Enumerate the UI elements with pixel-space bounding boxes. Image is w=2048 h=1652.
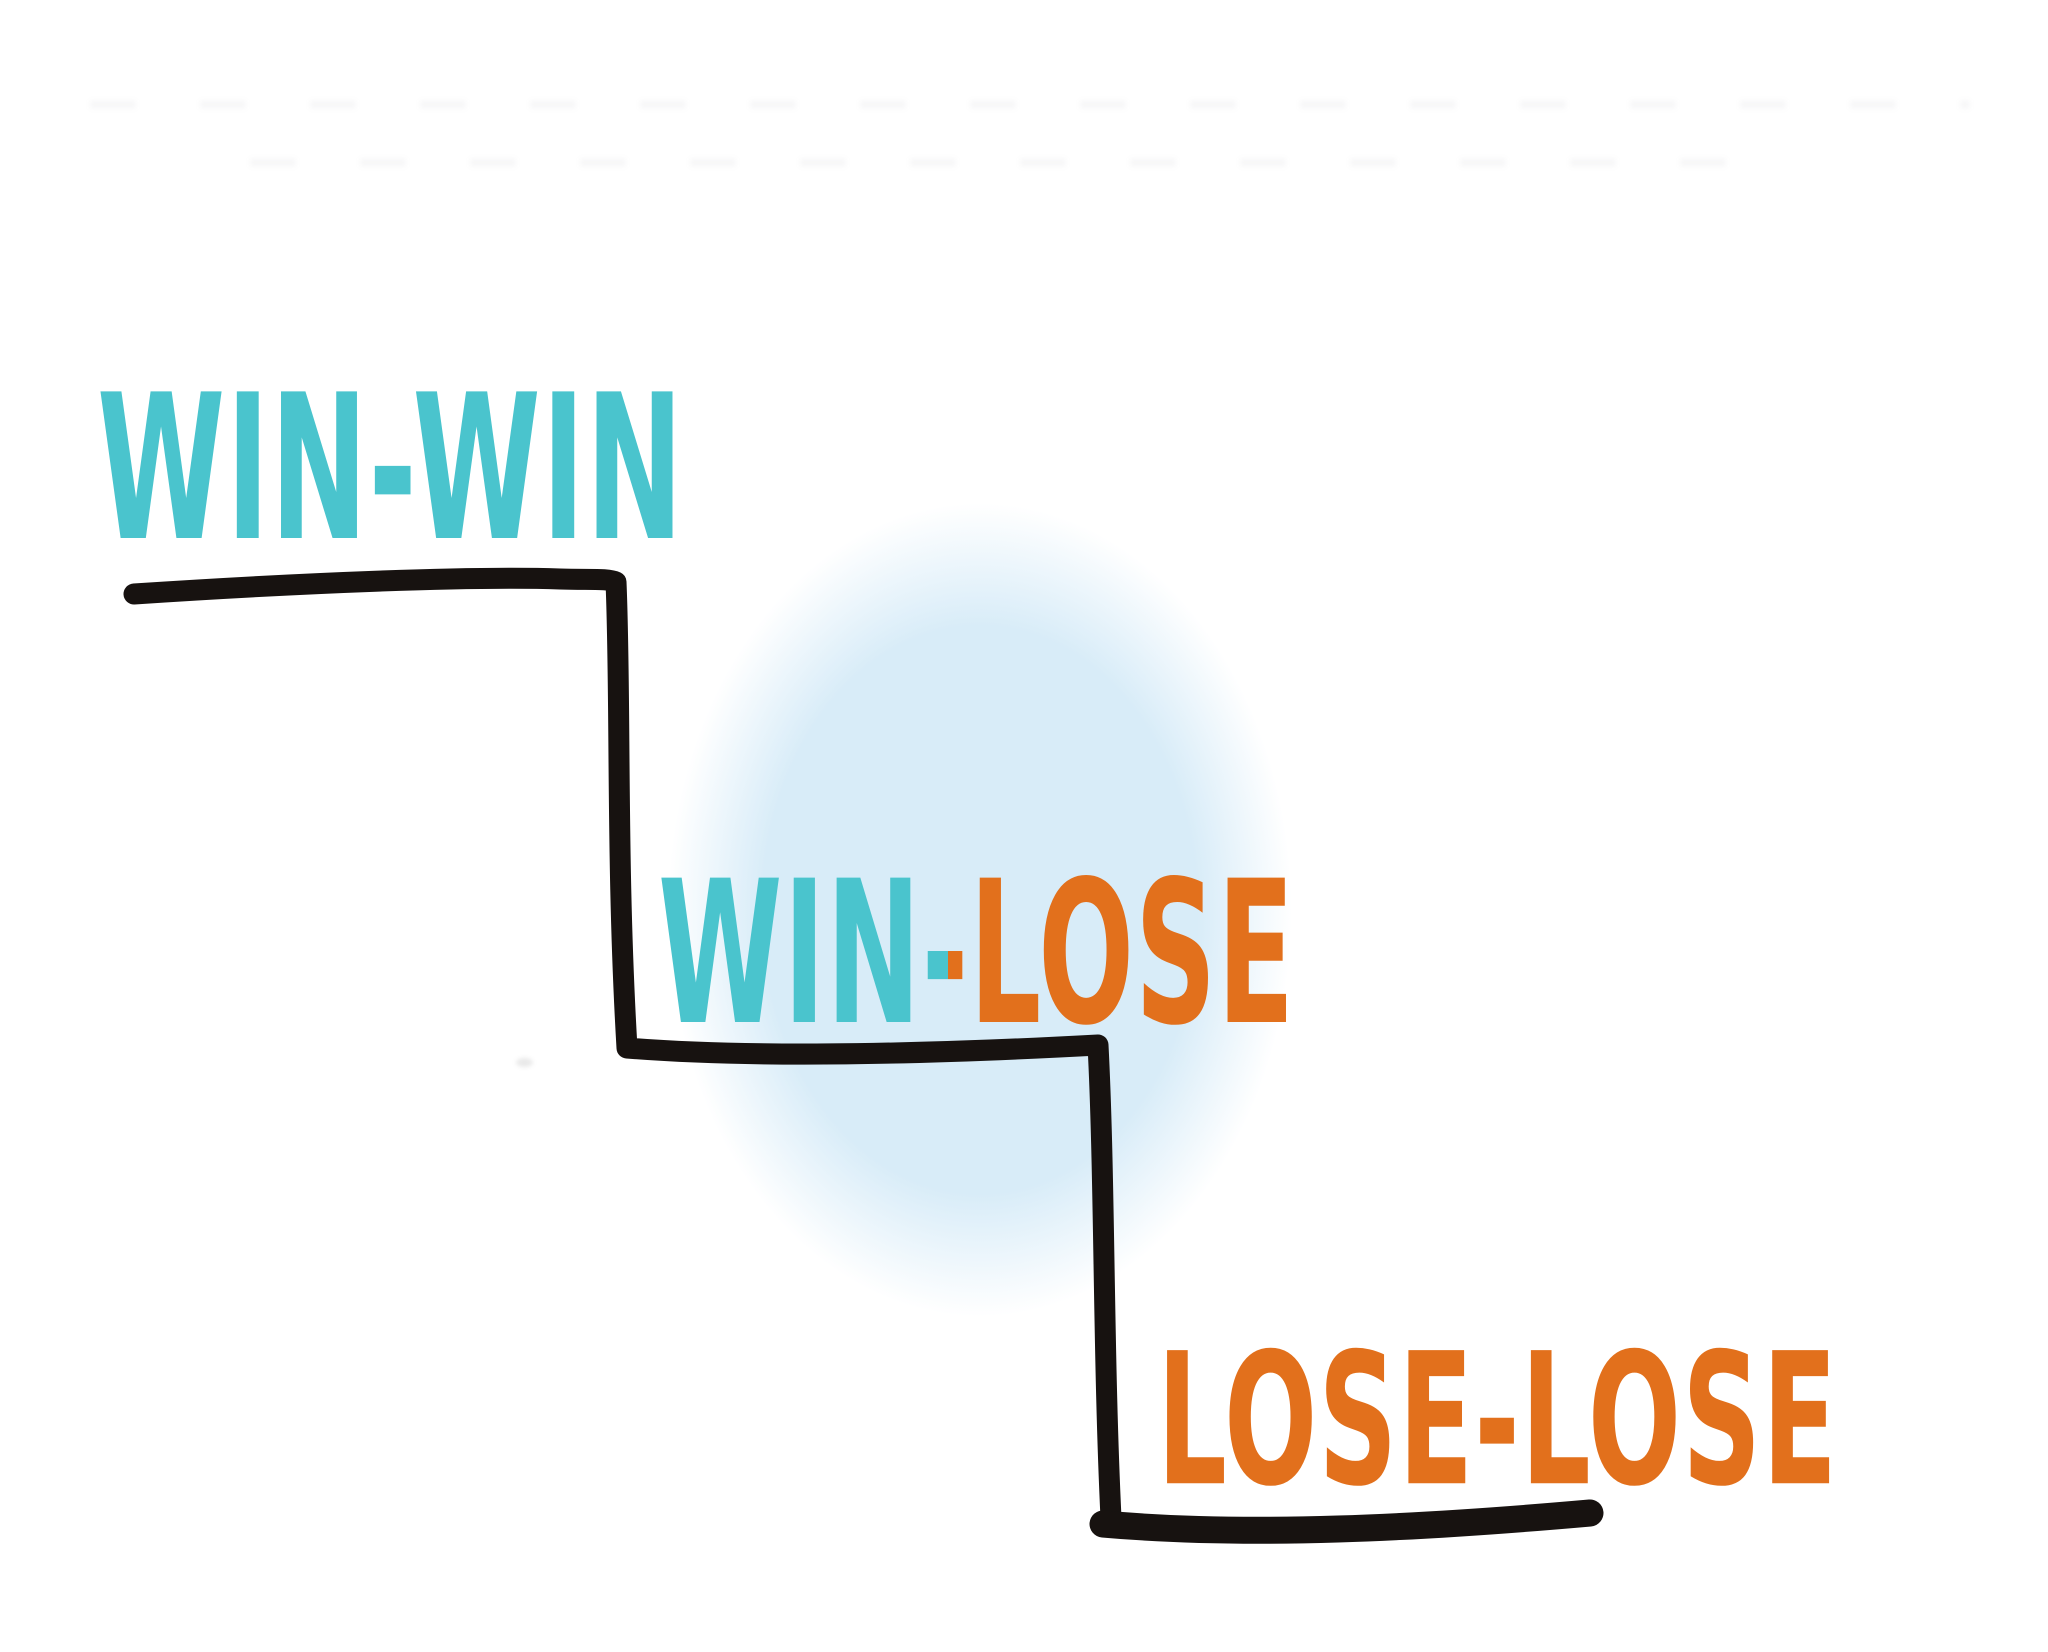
win-lose-label: WIN-LOSE <box>658 856 1295 1055</box>
highlight-blob <box>585 395 1375 1425</box>
win-win-label: WIN-WIN <box>97 352 685 587</box>
step-line-bottom <box>1089 1499 1604 1544</box>
paper-scan-streak <box>250 158 1750 167</box>
lose-lose-label: LOSE-LOSE <box>1157 1315 1839 1528</box>
win-lose-label-hyphen-segment: - <box>921 840 970 1070</box>
ink-smudge <box>516 1058 533 1067</box>
win-lose-label-win-segment: WIN <box>658 840 922 1070</box>
win-lose-label-lose-segment: LOSE <box>969 840 1296 1070</box>
step-line-upper <box>123 567 1122 1529</box>
paper-scan-streak <box>90 100 1970 109</box>
